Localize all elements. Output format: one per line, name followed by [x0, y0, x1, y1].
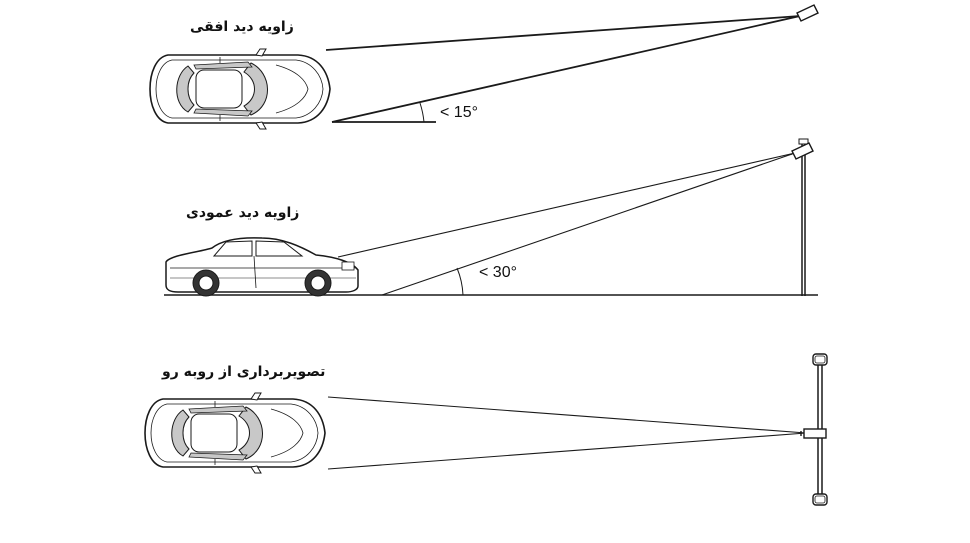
camera-icon — [800, 428, 827, 439]
vertical-sight-line-upper — [337, 152, 796, 258]
vertical-angle-label: < 30° — [479, 264, 517, 281]
frontal-view-caption: تصویربرداری از روبه رو — [162, 364, 326, 380]
camera-icon — [792, 4, 819, 22]
vertical-angle-arc — [456, 267, 464, 296]
vertical-view-panel — [164, 138, 818, 297]
vertical-view-caption: زاویه دید عمودی — [186, 205, 300, 221]
horizontal-angle-label: < 15° — [440, 104, 478, 121]
vertical-sight-line-lower — [381, 152, 796, 296]
camera-icon — [787, 142, 814, 160]
horizontal-sight-line-lower — [331, 15, 801, 123]
frontal-sight-line-upper — [327, 396, 807, 434]
frontal-view-panel — [144, 353, 828, 506]
pole-icon — [798, 138, 809, 296]
car-top-view-icon — [144, 392, 326, 474]
horizontal-sight-line-upper — [325, 15, 801, 51]
horizontal-view-panel — [149, 4, 819, 130]
car-side-view-icon — [165, 237, 359, 297]
horizontal-view-caption: زاویه دید افقی — [190, 19, 294, 35]
horizontal-angle-arc — [419, 102, 425, 123]
frontal-sight-line-lower — [327, 432, 807, 470]
car-top-view-icon — [149, 48, 331, 130]
